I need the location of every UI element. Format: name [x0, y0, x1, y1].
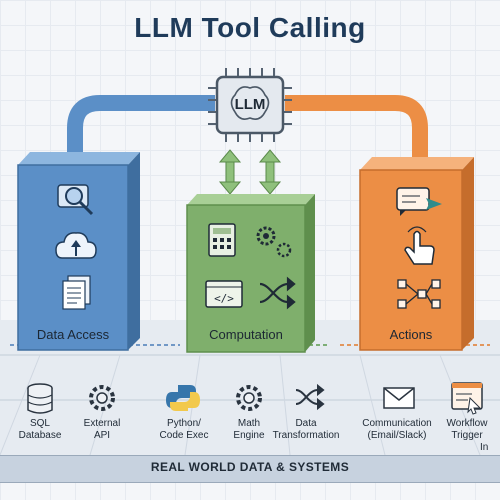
workflow-trigger-label: Workflow Trigger [446, 418, 488, 441]
orange-arrow [285, 95, 428, 160]
page-title: LLM Tool Calling [134, 12, 366, 43]
math-engine-label: Math Engine [233, 418, 265, 441]
footer-label: REAL WORLD DATA & SYSTEMS [150, 460, 350, 474]
cut-off-label: In [480, 442, 489, 453]
calculator-icon [208, 223, 236, 257]
sql-database-icon [27, 383, 53, 414]
code-window-icon: </> [205, 280, 243, 308]
email-icon [383, 387, 415, 409]
llm-chip [208, 68, 292, 142]
communication-label: Communication (Email/Slack) [362, 418, 432, 441]
external-api-label: External API [83, 418, 121, 441]
pointer-hand-icon [404, 226, 435, 265]
search-database-icon [57, 184, 94, 216]
cloud-upload-icon [55, 232, 97, 259]
chat-send-icon [396, 187, 442, 216]
documents-icon [62, 275, 91, 310]
computation-box [186, 194, 315, 353]
data-access-title: Data Access [36, 327, 110, 342]
brain-icon [230, 86, 270, 120]
green-arrows [218, 149, 282, 195]
python-icon [166, 385, 200, 411]
footer-bar [0, 455, 500, 483]
workflow-trigger-icon [451, 382, 483, 415]
sql-database-label: SQL Database [18, 418, 62, 441]
llm-label: LLM [234, 96, 266, 113]
shuffle-icon [259, 276, 296, 310]
svg-text:</>: </> [214, 292, 234, 305]
python-code-exec-label: Python/ Code Exec [159, 418, 209, 441]
actions-title: Actions [389, 327, 433, 342]
external-api-gear-icon [89, 385, 115, 411]
math-engine-gear-icon [236, 385, 262, 411]
blue-arrow [67, 95, 215, 160]
data-transformation-label: Data Transformation [272, 418, 340, 441]
computation-title: Computation [209, 327, 283, 342]
transformation-shuffle-icon [295, 383, 325, 411]
gears-icon [256, 226, 292, 258]
workflow-diagram-icon [397, 279, 441, 309]
